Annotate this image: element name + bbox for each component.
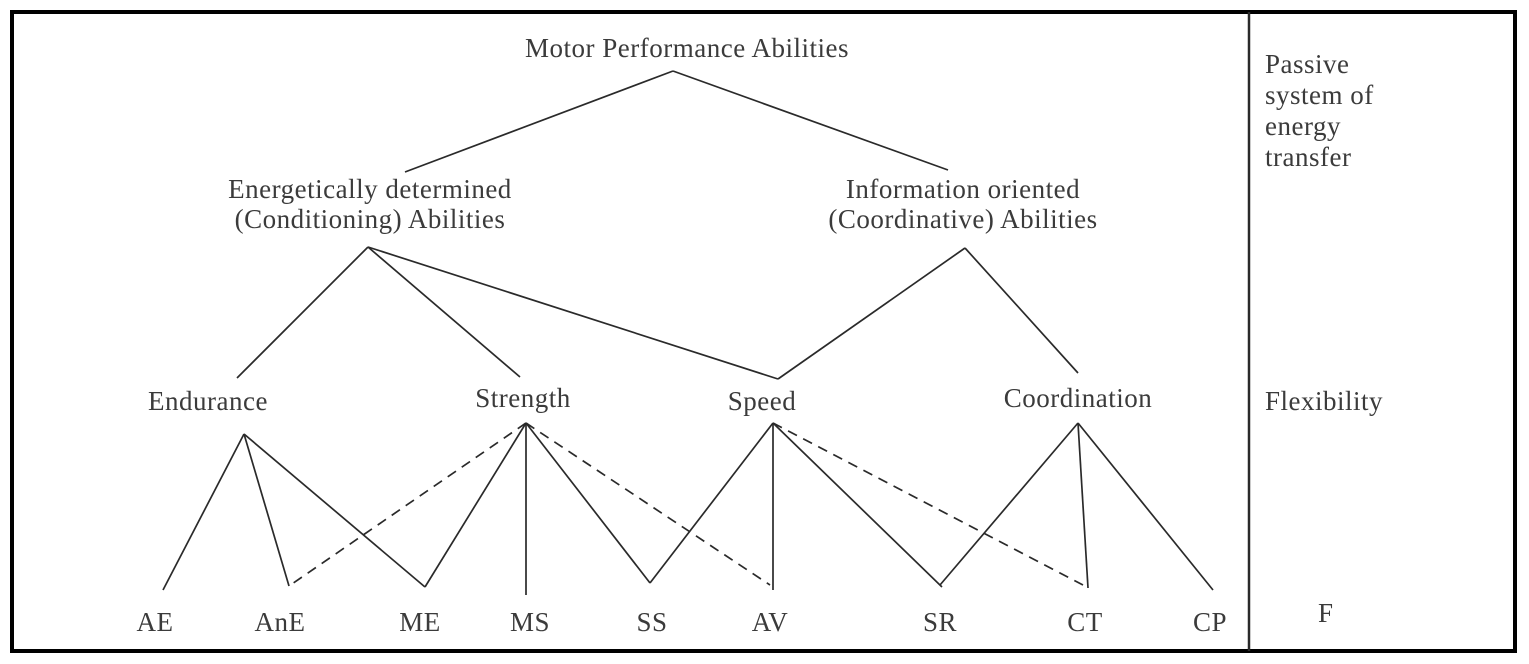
edge-speed-ss [649, 422, 774, 584]
edge-coordinative-speed [777, 247, 966, 380]
leaf-ane-label: AnE [255, 607, 306, 637]
edge-conditioning-strength [367, 246, 521, 378]
coordinative-node-line2: (Coordinative) Abilities [828, 204, 1097, 234]
edge-strength-ane-dashed [288, 422, 527, 587]
endurance-node-label: Endurance [148, 386, 268, 416]
speed-node-label: Speed [728, 386, 796, 416]
side-panel-f-label: F [1318, 598, 1334, 628]
edge-coordinative-coordination [964, 247, 1079, 374]
side-panel-flexibility-label: Flexibility [1265, 386, 1383, 416]
leaf-av-label: AV [752, 607, 789, 637]
edge-coordination-cp [1077, 422, 1214, 591]
leaf-ct-label: CT [1067, 607, 1103, 637]
leaf-me-label: ME [399, 607, 441, 637]
side-panel: Passive system of energy transfer Flexib… [1265, 49, 1383, 628]
outer-border [10, 10, 1517, 653]
side-panel-line1: Passive [1265, 49, 1350, 79]
leaf-ae-label: AE [137, 607, 174, 637]
edge-conditioning-speed [367, 246, 779, 380]
side-panel-line4: transfer [1265, 142, 1351, 172]
coordinative-node-line1: Information oriented [846, 174, 1080, 204]
edge-speed-ct-dashed [772, 422, 1084, 586]
edge-endurance-me [243, 433, 426, 588]
leaf-sr-label: SR [923, 607, 957, 637]
edge-endurance-ae [162, 433, 245, 591]
coordination-node-label: Coordination [1004, 383, 1153, 413]
edge-root-conditioning [404, 70, 674, 173]
edge-endurance-ane [243, 433, 290, 587]
edge-conditioning-endurance [236, 246, 369, 379]
conditioning-node-line2: (Conditioning) Abilities [235, 204, 506, 234]
root-node-label: Motor Performance Abilities [525, 33, 849, 63]
edge-strength-ss [525, 422, 651, 584]
conditioning-node-line1: Energetically determined [228, 174, 512, 204]
leaf-cp-label: CP [1193, 607, 1227, 637]
strength-node-label: Strength [475, 383, 571, 413]
edge-coordination-ct [1077, 422, 1089, 589]
leaf-ms-label: MS [510, 607, 550, 637]
edge-speed-sr [772, 422, 943, 588]
side-panel-line3: energy [1265, 111, 1341, 141]
edge-strength-me [424, 422, 527, 588]
leaf-ss-label: SS [636, 607, 667, 637]
edge-coordination-sr [939, 422, 1079, 586]
tree-edges [162, 70, 1214, 595]
edge-root-coordinative [672, 70, 949, 171]
edge-strength-av-dashed [525, 422, 771, 586]
side-panel-line2: system of [1265, 80, 1374, 110]
